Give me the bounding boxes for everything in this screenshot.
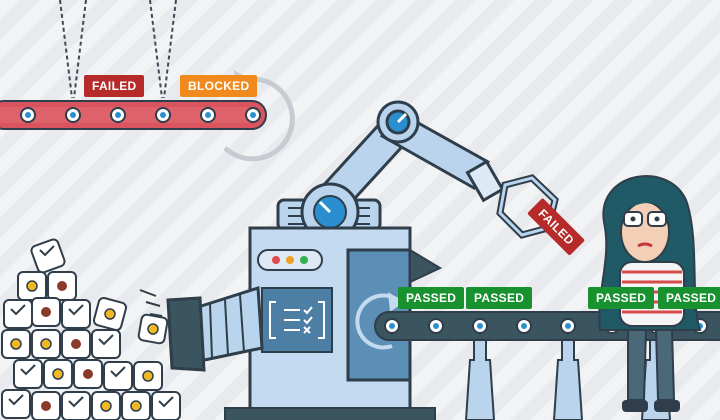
- passed-badge-1: PASSED: [398, 287, 465, 309]
- top-failed-badge: FAILED: [84, 75, 145, 97]
- passed-badge-3: PASSED: [588, 287, 655, 309]
- motion-lines: [139, 289, 163, 317]
- card-pile-symbols: [8, 245, 174, 412]
- passed-badge-2: PASSED: [466, 287, 533, 309]
- intake-hose: [166, 285, 264, 372]
- top-conveyor-belt: [0, 100, 267, 130]
- top-blocked-badge: BLOCKED: [180, 75, 258, 97]
- hanging-chains: [59, 0, 177, 99]
- test-case-card-pile: [1, 238, 181, 420]
- passed-badge-4: PASSED: [658, 287, 720, 309]
